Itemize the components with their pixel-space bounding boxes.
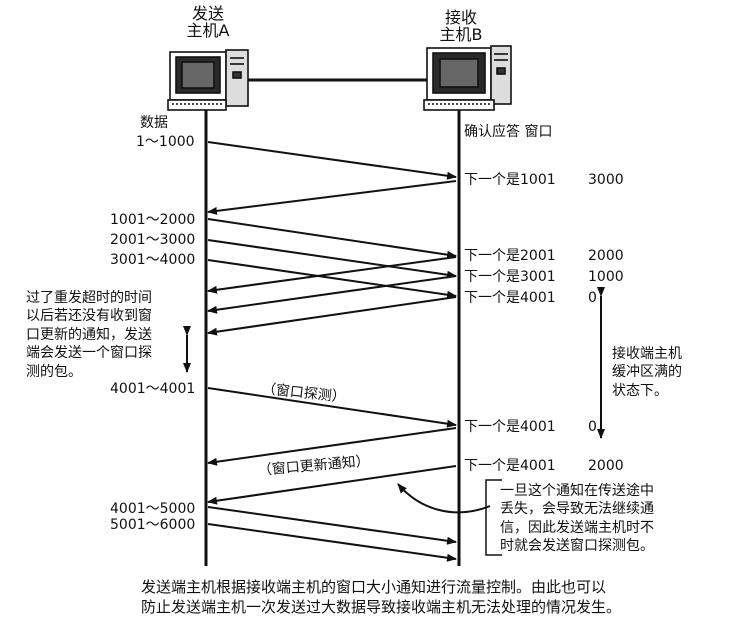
ack-arrow <box>207 256 457 294</box>
caption-line2: 防止发送端主机一次发送过大数据导致接收端主机无法处理的情况发生。 <box>141 598 622 617</box>
host-a-title-line1: 发送 <box>191 4 224 23</box>
ack-label: 下一个是4001 <box>464 290 556 306</box>
computer-icon-host-a <box>167 49 249 111</box>
buffer-full-note: 接收端主机 缓冲区满的 状态下。 <box>612 346 682 399</box>
computer-icon-host-b <box>423 45 512 111</box>
data-segment-arrow <box>207 523 457 562</box>
data-segment-arrow <box>207 218 457 259</box>
ack-arrow <box>207 180 457 215</box>
figure-caption: 发送端主机根据接收端主机的窗口大小通知进行流量控制。由此也可以 防止发送端主机一… <box>141 577 621 618</box>
data-segment-arrow <box>207 506 457 545</box>
window-size: 2000 <box>588 458 624 474</box>
send-label: 1～1000 <box>136 134 195 150</box>
send-label: 5001～6000 <box>110 517 196 533</box>
data-column-header: 数据 <box>140 115 168 131</box>
window-probe-arrow <box>207 387 457 428</box>
ack-label: 下一个是3001 <box>464 269 556 285</box>
host-b-title-line1: 接收 <box>444 8 477 27</box>
ack-window-column-header: 确认应答 窗口 <box>464 124 553 140</box>
send-label: 4001～5000 <box>110 501 196 517</box>
ack-label: 下一个是4001 <box>464 458 556 474</box>
ack-arrow <box>207 275 457 314</box>
send-label: 1001～2000 <box>110 212 196 228</box>
window-size: 0 <box>588 290 597 306</box>
send-label: 2001～3000 <box>110 232 196 248</box>
timeout-note: 过了重发超时的时间 以后若还没有收到窗 口更新的通知，发送 端会发送一个窗口探 … <box>26 290 152 380</box>
ack-label: 下一个是4001 <box>464 419 556 435</box>
caption-line1: 发送端主机根据接收端主机的窗口大小通知进行流量控制。由此也可以 <box>141 578 607 596</box>
window-update-arrow <box>207 465 457 505</box>
ack-label: 下一个是2001 <box>464 248 556 264</box>
host-a-title-line2: 主机A <box>186 20 230 40</box>
data-segment-arrow <box>207 141 457 180</box>
data-segment-arrow <box>207 239 457 279</box>
window-size: 1000 <box>588 269 624 285</box>
window-size: 3000 <box>588 172 624 188</box>
window-size: 0 <box>588 419 597 435</box>
data-segment-arrow <box>207 259 457 299</box>
ack-label: 下一个是1001 <box>464 172 556 188</box>
callout-arrow <box>397 483 491 514</box>
loss-note: 一旦这个通知在传送途中 丢失，会导致无法继续通 信，因此发送端主机时不 时就会发… <box>500 483 654 555</box>
host-b-title: 接收 主机B <box>434 8 488 44</box>
send-label: 3001～4000 <box>110 252 196 268</box>
window-size: 2000 <box>588 248 624 264</box>
ack-arrow <box>207 427 457 466</box>
host-a-title: 发送 主机A <box>183 4 233 40</box>
message-arrows <box>207 141 457 562</box>
loss-note-bracket <box>485 479 502 556</box>
send-label: 4001～4001 <box>110 381 196 397</box>
host-b-title-line2: 主机B <box>439 24 483 44</box>
ack-arrow <box>207 296 457 336</box>
